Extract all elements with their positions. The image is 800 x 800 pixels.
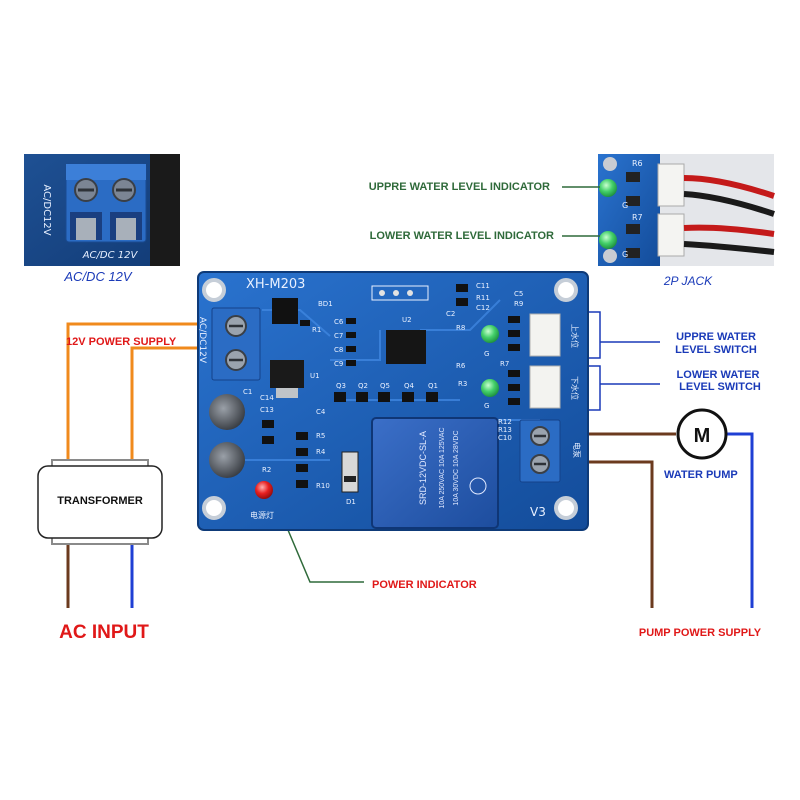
silk-r12: R12 bbox=[498, 418, 512, 426]
upper-indicator-label: UPPRE WATER LEVEL INDICATOR bbox=[369, 181, 550, 193]
upper-jack-label: 上水位 bbox=[570, 324, 580, 348]
silk-q3: Q3 bbox=[336, 382, 346, 390]
upper-level-led bbox=[481, 325, 499, 343]
relay-text-1: SRD-12VDC-SL-A bbox=[418, 431, 428, 505]
silk-r8: R8 bbox=[456, 324, 465, 332]
pcb-board: XH-M203 AC/DC12V BD1 R1 U1 C1 C14 C13 C4 bbox=[197, 271, 589, 531]
relay-text-3: 10A 30VDC 10A 28VDC bbox=[453, 430, 460, 505]
inset-right-r6: R6 bbox=[632, 159, 643, 168]
lower-jack-label: 下水位 bbox=[570, 376, 580, 400]
power-terminal bbox=[211, 307, 261, 381]
silk-q1: Q1 bbox=[428, 382, 438, 390]
pump-terminal-label: 电泵 bbox=[572, 442, 582, 458]
upper-switch-label-2: LEVEL SWITCH bbox=[675, 344, 757, 356]
silk-c11: C11 bbox=[476, 282, 490, 290]
silk-r10: R10 bbox=[316, 482, 330, 490]
silk-q5: Q5 bbox=[380, 382, 390, 390]
relay-text-2: 10A 250VAC 10A 125VAC bbox=[439, 427, 446, 508]
inset-left-silk: AC/DC12V bbox=[41, 184, 52, 235]
silk-r2: R2 bbox=[262, 466, 271, 474]
silk-c10: C10 bbox=[498, 434, 512, 442]
inset-right-photo: G G R6 R7 bbox=[598, 154, 775, 266]
silk-r13: R13 bbox=[498, 426, 512, 434]
inset-left-caption: AC/DC 12V bbox=[63, 269, 133, 284]
silk-u2: U2 bbox=[402, 316, 412, 324]
silk-q4: Q4 bbox=[404, 382, 415, 390]
silk-r1: R1 bbox=[312, 326, 321, 334]
silk-c1: C1 bbox=[243, 388, 252, 396]
silk-c2: C2 bbox=[446, 310, 455, 318]
inset-right-g1: G bbox=[622, 201, 628, 210]
power-indicator-leader bbox=[287, 529, 364, 583]
silk-c4: C4 bbox=[316, 408, 326, 416]
level-jacks bbox=[529, 313, 561, 409]
silk-c8: C8 bbox=[334, 346, 343, 354]
silk-r6: R6 bbox=[456, 362, 466, 370]
inset-right-r7: R7 bbox=[632, 213, 643, 222]
silk-g-bottom: G bbox=[484, 402, 489, 410]
silk-r5: R5 bbox=[316, 432, 325, 440]
silk-bd1: BD1 bbox=[318, 300, 333, 308]
silk-r9: R9 bbox=[514, 300, 523, 308]
board-power-label: AC/DC12V bbox=[197, 317, 207, 364]
inset-right-caption: 2P JACK bbox=[663, 274, 713, 288]
lower-level-led bbox=[481, 379, 499, 397]
power-led-label: 电源灯 bbox=[250, 510, 274, 520]
silk-q2: Q2 bbox=[358, 382, 368, 390]
silk-r3: R3 bbox=[458, 380, 467, 388]
inset-left-silk-caption: AC/DC 12V bbox=[82, 250, 139, 261]
silk-c14: C14 bbox=[260, 394, 274, 402]
silk-g-top: G bbox=[484, 350, 489, 358]
inset-right-g2: G bbox=[622, 250, 628, 259]
silk-c6: C6 bbox=[334, 318, 344, 326]
silk-d1: D1 bbox=[346, 498, 356, 506]
silk-c7: C7 bbox=[334, 332, 343, 340]
level-switch-braces bbox=[586, 311, 660, 411]
pump-power-supply-label: PUMP POWER SUPPLY bbox=[639, 627, 762, 639]
ac-input-label: AC INPUT bbox=[59, 622, 149, 643]
board-model: XH-M203 bbox=[246, 277, 305, 292]
lower-switch-label-2: LEVEL SWITCH bbox=[679, 381, 761, 393]
silk-c5: C5 bbox=[514, 290, 523, 298]
electrolytic-capacitors bbox=[209, 394, 245, 478]
silk-r7: R7 bbox=[500, 360, 509, 368]
power-led bbox=[255, 481, 273, 499]
silk-r4: R4 bbox=[316, 448, 326, 456]
silk-u1: U1 bbox=[310, 372, 320, 380]
upper-switch-label-1: UPPRE WATER bbox=[676, 331, 756, 343]
lower-switch-label-1: LOWER WATER bbox=[677, 369, 760, 381]
lower-indicator-label: LOWER WATER LEVEL INDICATOR bbox=[370, 230, 554, 242]
power-indicator-label: POWER INDICATOR bbox=[372, 579, 477, 591]
water-pump-motor: M bbox=[676, 408, 728, 460]
inset-left-photo: AC/DC12V AC/DC 12V bbox=[24, 154, 180, 266]
water-pump-label: WATER PUMP bbox=[664, 469, 738, 481]
transformer: TRANSFORMER bbox=[37, 459, 163, 545]
pump-terminal bbox=[519, 419, 561, 483]
wires bbox=[66, 322, 754, 608]
silk-c13: C13 bbox=[260, 406, 274, 414]
silk-c9: C9 bbox=[334, 360, 343, 368]
transformer-label: TRANSFORMER bbox=[57, 495, 143, 507]
power-supply-12v-label: 12V POWER SUPPLY bbox=[66, 336, 177, 348]
silk-c12: C12 bbox=[476, 304, 490, 312]
relay: SRD-12VDC-SL-A 10A 250VAC 10A 125VAC 10A… bbox=[371, 417, 499, 529]
v3-label: V3 bbox=[530, 505, 546, 519]
silk-r11: R11 bbox=[476, 294, 490, 302]
motor-symbol: M bbox=[694, 425, 711, 447]
